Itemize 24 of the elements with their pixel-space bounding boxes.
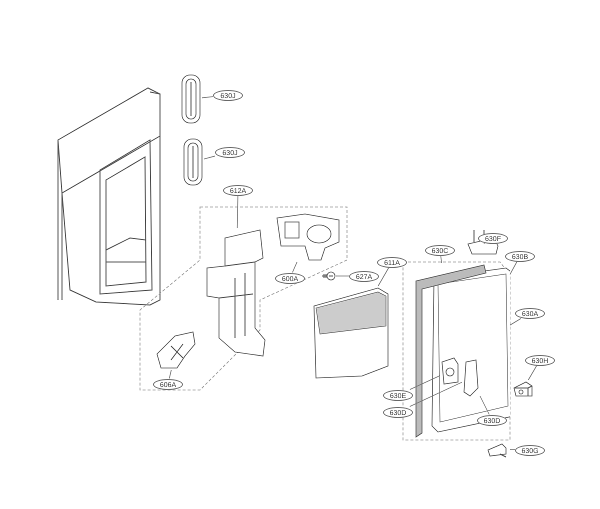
actuator-drawing	[275, 212, 341, 262]
leader-line	[480, 396, 490, 415]
leader-line	[510, 318, 522, 326]
leader-line	[202, 96, 214, 98]
dispenser-housing-drawing	[205, 228, 267, 358]
leader-line	[510, 261, 518, 275]
leader-line	[236, 195, 238, 228]
cover-drawing	[312, 286, 390, 380]
leader-line	[510, 448, 516, 450]
trim-piece-drawing	[182, 138, 204, 186]
leader-line	[409, 382, 462, 407]
lever-drawing	[155, 330, 197, 370]
leader-line	[410, 375, 440, 390]
screw-drawing	[322, 270, 336, 282]
leader-line	[292, 262, 298, 273]
trim-piece-drawing	[180, 74, 202, 124]
leader-line	[440, 255, 442, 264]
handle-drawing	[462, 358, 480, 398]
leader-line	[528, 365, 538, 380]
leader-line	[168, 370, 172, 379]
latch-drawing	[440, 356, 460, 386]
leader-line	[378, 267, 390, 286]
leader-line	[204, 156, 216, 160]
bracket-drawing	[512, 380, 534, 398]
